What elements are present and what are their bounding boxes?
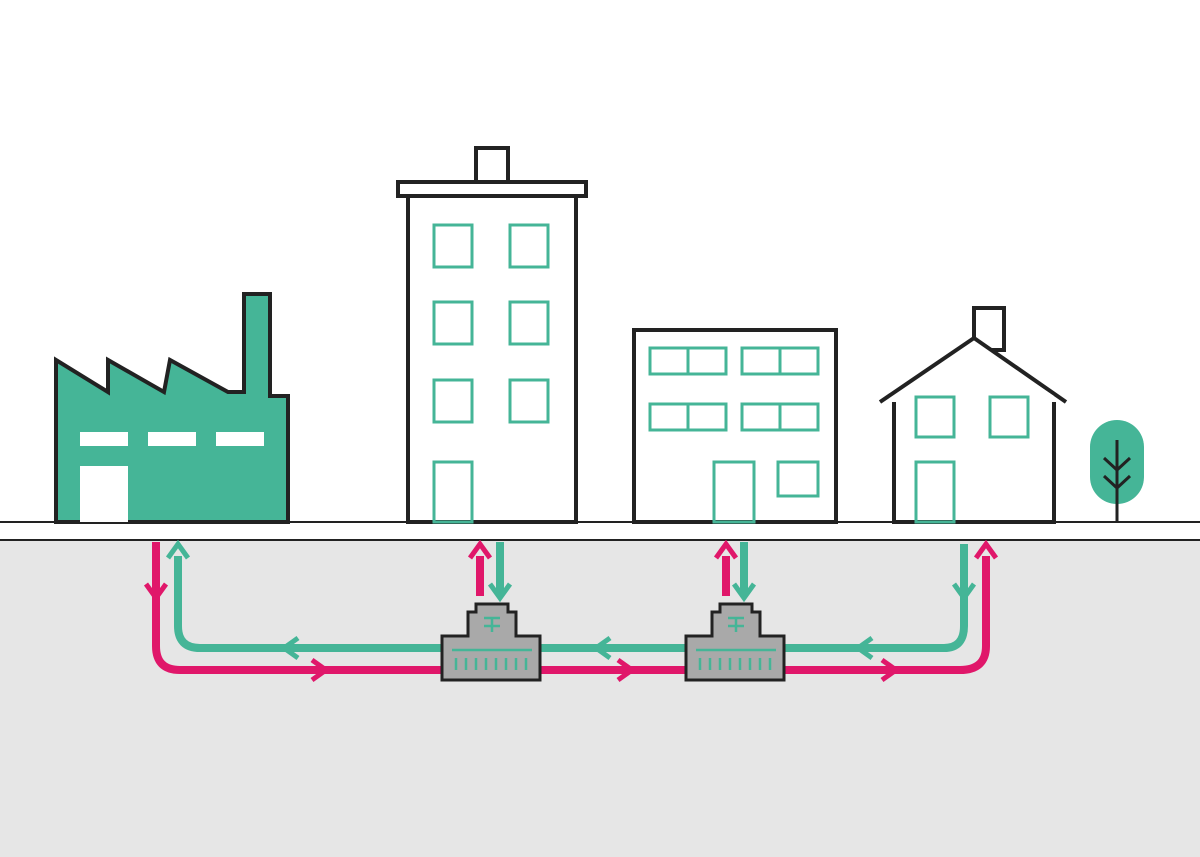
tower-window xyxy=(432,378,474,424)
house-window xyxy=(988,395,1030,439)
apartment-tower-icon xyxy=(396,146,588,524)
magenta-arrow xyxy=(143,582,169,603)
tower-window xyxy=(432,300,474,346)
factory-window xyxy=(216,432,264,446)
teal-arrow xyxy=(487,582,513,603)
underground xyxy=(0,540,1200,857)
teal-arrow xyxy=(951,582,977,603)
magenta-arrow xyxy=(310,657,331,683)
teal-arrow xyxy=(591,635,612,661)
teal-arrow xyxy=(165,539,191,560)
house-icon xyxy=(878,306,1068,524)
warm-supply-line xyxy=(152,542,990,674)
flow-arrows xyxy=(143,539,999,683)
teal-arrow xyxy=(279,635,300,661)
magenta-arrow xyxy=(616,657,637,683)
magenta-arrow xyxy=(880,657,901,683)
factory-window xyxy=(80,432,128,446)
tree-icon xyxy=(1090,420,1144,522)
magenta-arrow xyxy=(467,539,493,560)
magenta-arrow xyxy=(713,539,739,560)
factory-window xyxy=(148,432,196,446)
tower-window xyxy=(432,223,474,269)
house-door xyxy=(914,460,956,524)
tower-window xyxy=(508,223,550,269)
cool-return-line xyxy=(174,542,968,652)
heat-exchanger-station-icon xyxy=(684,602,786,682)
tower-window xyxy=(508,300,550,346)
factory-door xyxy=(80,466,128,522)
house-window xyxy=(914,395,956,439)
office-building-icon xyxy=(632,328,838,524)
magenta-arrow xyxy=(973,539,999,560)
tower-window xyxy=(508,378,550,424)
teal-arrow xyxy=(731,582,757,603)
office-door xyxy=(712,460,756,524)
teal-arrow xyxy=(853,635,874,661)
office-window xyxy=(776,460,820,498)
factory-icon xyxy=(54,292,290,524)
heat-exchanger-station-icon xyxy=(440,602,542,682)
tower-door xyxy=(432,460,474,524)
